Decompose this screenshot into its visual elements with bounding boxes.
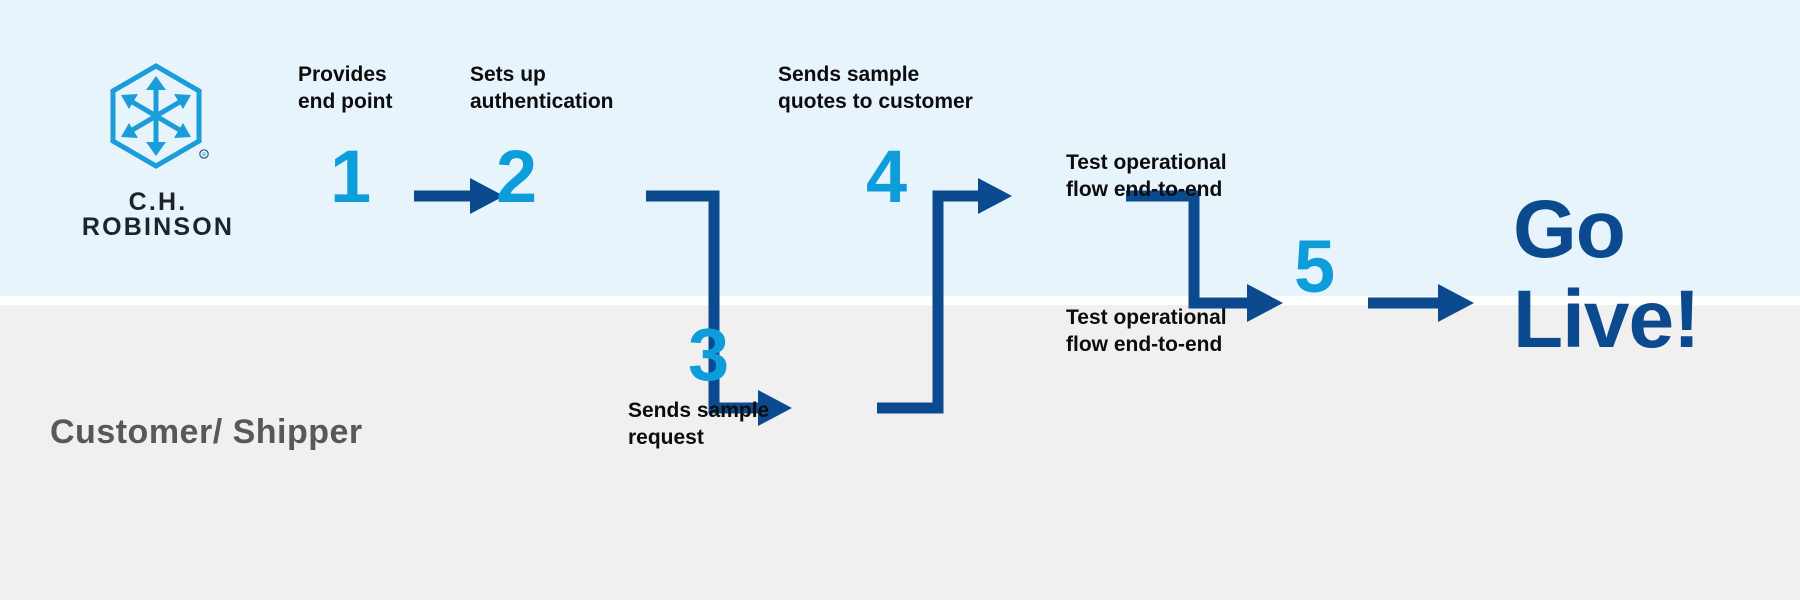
- brand-wordmark: C.H. ROBINSON: [81, 188, 235, 241]
- step-5-caption-below: Test operational flow end-to-end: [1066, 306, 1227, 356]
- step-4-caption-above: Sends sample quotes to customer: [778, 63, 973, 113]
- step-1-caption-above: Provides end point: [298, 63, 393, 113]
- go-live-label: Go Live!: [1513, 184, 1700, 366]
- step-2-caption-above: Sets up authentication: [470, 63, 614, 113]
- chr-hexagon-arrows-logo-icon: R: [110, 63, 209, 169]
- step-3-caption-below: Sends sample request: [628, 399, 770, 449]
- customer-lane-label: Customer/ Shipper: [50, 413, 363, 451]
- step-5-number: 5: [1294, 225, 1336, 308]
- step-1-number: 1: [330, 135, 372, 218]
- step-2-number: 2: [496, 135, 538, 218]
- step-4-number: 4: [866, 135, 908, 218]
- brand-logo: R C.H. ROBINSON: [48, 62, 268, 240]
- step-5-caption-above: Test operational flow end-to-end: [1066, 151, 1227, 201]
- svg-text:R: R: [202, 153, 206, 159]
- step-3-number: 3: [688, 313, 730, 396]
